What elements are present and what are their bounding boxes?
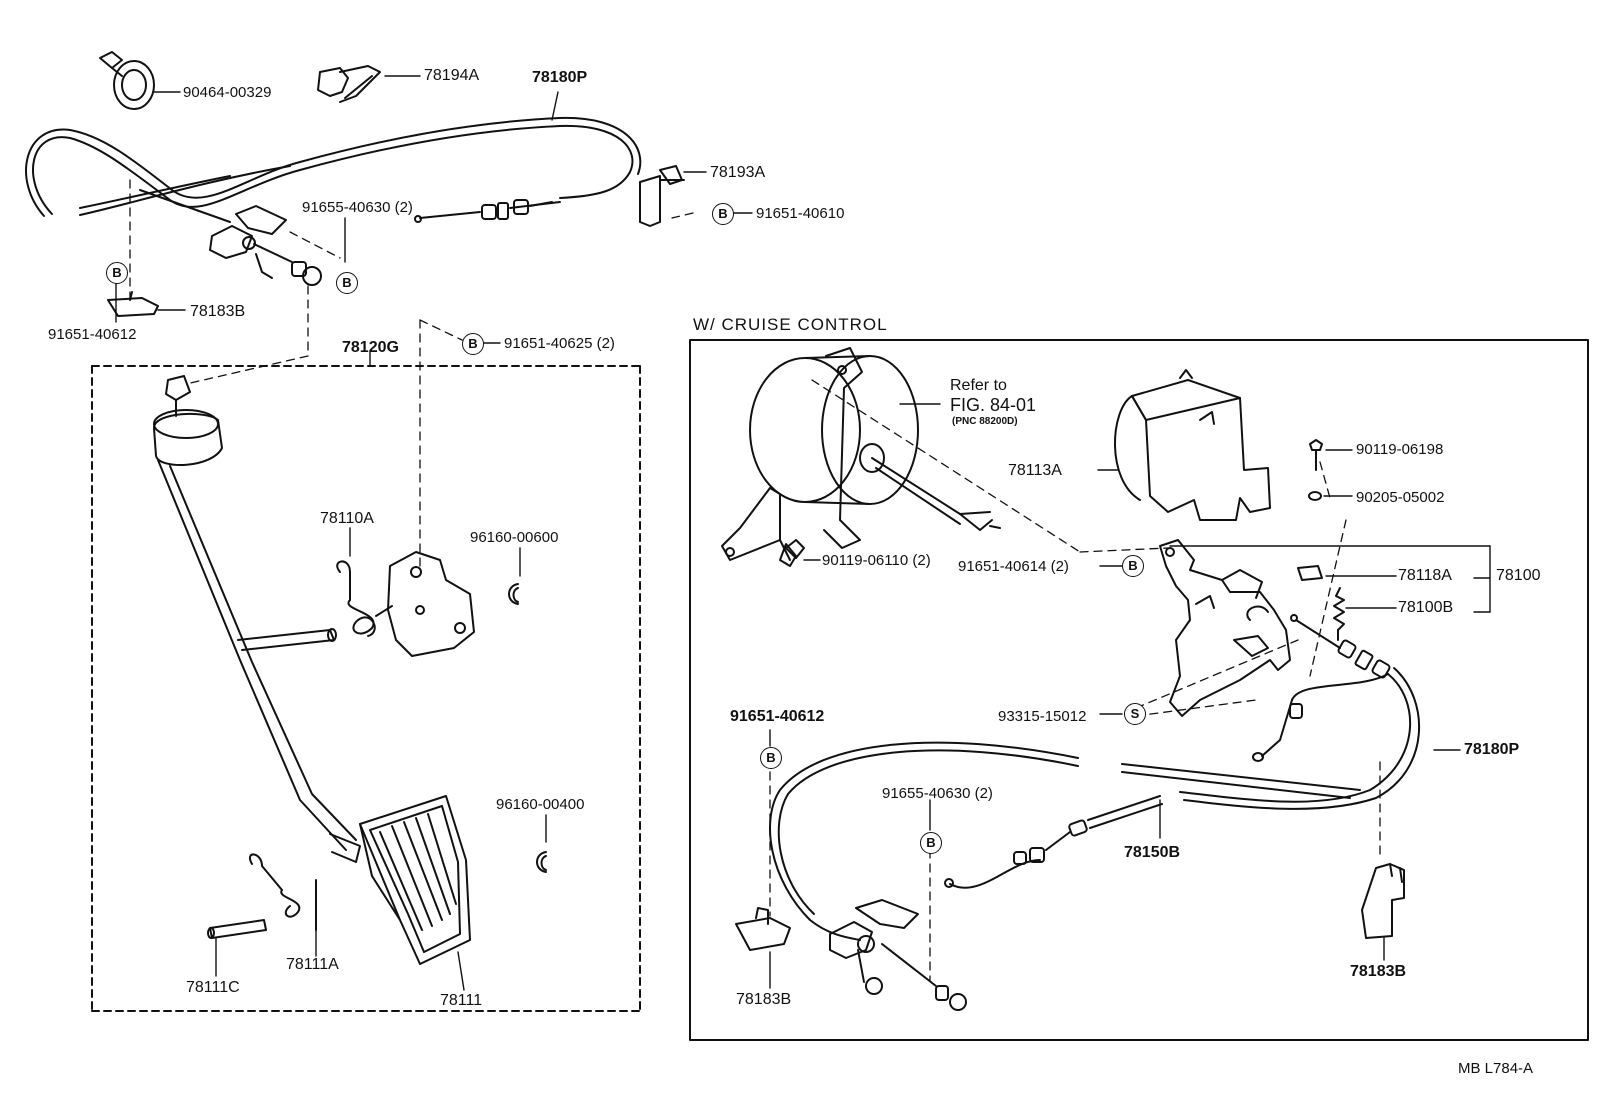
clamp-90464-part bbox=[99, 51, 181, 110]
label-91651-40625: 91651-40625 (2) bbox=[504, 335, 615, 352]
label-78110A: 78110A bbox=[320, 510, 374, 527]
bracket-78183B-right-part bbox=[1361, 863, 1405, 961]
bracket-78183B-bottom-part bbox=[735, 907, 791, 989]
bolt-symbol: B bbox=[336, 272, 358, 294]
pedal-bracket-plate bbox=[387, 551, 475, 657]
label-91651-40614: 91651-40614 (2) bbox=[958, 558, 1069, 575]
cable-78150B-part bbox=[944, 795, 1163, 889]
label-78183B-bottom: 78183B bbox=[736, 991, 792, 1008]
assembly-guides-top bbox=[129, 179, 694, 571]
spring-78110A-part bbox=[336, 527, 393, 637]
label-78100: 78100 bbox=[1496, 567, 1541, 584]
label-78118A: 78118A bbox=[1398, 567, 1452, 584]
label-78120G: 78120G bbox=[342, 339, 399, 356]
bracket-78193A-part bbox=[639, 165, 707, 227]
bolt-symbol: B bbox=[1122, 555, 1144, 577]
pin-78111C-part bbox=[207, 919, 267, 977]
bolt-symbol: B bbox=[462, 333, 484, 355]
cable-bracket-top bbox=[209, 205, 322, 286]
label-91651-40612-left: 91651-40612 bbox=[48, 326, 137, 343]
cruise-control-frame bbox=[689, 339, 1589, 1041]
washer-90205-05002-part bbox=[1308, 491, 1353, 501]
cable-lower-section bbox=[769, 741, 1361, 941]
label-91651-40612-right: 91651-40612 bbox=[730, 708, 825, 725]
label-96160-00400: 96160-00400 bbox=[496, 796, 585, 813]
label-93315-15012: 93315-15012 bbox=[998, 708, 1087, 725]
label-90119-06110: 90119-06110 (2) bbox=[822, 552, 931, 569]
pedal-pad-78111 bbox=[359, 795, 471, 991]
label-78100B: 78100B bbox=[1398, 599, 1454, 616]
screw-symbol: S bbox=[1124, 703, 1146, 725]
label-78111C: 78111C bbox=[186, 979, 240, 996]
leader-lines-top bbox=[115, 212, 753, 344]
cruise-actuator bbox=[721, 347, 1001, 567]
label-78111: 78111 bbox=[440, 992, 483, 1009]
clip-96160-00400-part bbox=[536, 814, 547, 873]
linkage-bracket-78100 bbox=[1159, 539, 1491, 717]
refer-to-text: Refer to bbox=[950, 377, 1007, 394]
bolt-symbol: B bbox=[106, 262, 128, 284]
label-78183B-right: 78183B bbox=[1350, 963, 1407, 980]
label-90464-00329: 90464-00329 bbox=[183, 84, 272, 101]
diagram-code: MB L784-A bbox=[1458, 1060, 1534, 1077]
figure-reference: FIG. 84-01 bbox=[950, 395, 1037, 415]
cable-bracket-lower bbox=[829, 899, 967, 1011]
assembly-guides-cruise bbox=[769, 379, 1381, 981]
label-78113A: 78113A bbox=[1008, 462, 1062, 479]
clip-96160-00600-part bbox=[508, 547, 521, 605]
label-90119-06198: 90119-06198 bbox=[1356, 441, 1444, 458]
label-78193A: 78193A bbox=[710, 164, 766, 181]
bolt-symbol: B bbox=[920, 832, 942, 854]
label-78180P-top: 78180P bbox=[532, 69, 588, 86]
label-78183B-left: 78183B bbox=[190, 303, 246, 320]
pedal-arm bbox=[153, 375, 361, 863]
leader-lines-cruise bbox=[769, 565, 1123, 831]
bolt-90119-06198-part bbox=[1309, 439, 1353, 471]
accelerator-cable-78180P-top bbox=[25, 91, 642, 223]
label-90205-05002: 90205-05002 bbox=[1356, 489, 1445, 506]
label-91651-40610: 91651-40610 bbox=[756, 205, 845, 222]
bolt-symbol: B bbox=[712, 203, 734, 225]
label-96160-00600: 96160-00600 bbox=[470, 529, 559, 546]
pnc-reference: (PNC 88200D) bbox=[952, 416, 1018, 427]
bolt-symbol: B bbox=[760, 747, 782, 769]
bolt-90119-06110-part bbox=[785, 539, 821, 561]
label-91655-40630-right: 91655-40630 (2) bbox=[882, 785, 993, 802]
label-78180P-right: 78180P bbox=[1464, 741, 1520, 758]
clip-78194A-part bbox=[317, 65, 421, 103]
cruise-control-title: W/ CRUISE CONTROL bbox=[693, 315, 888, 334]
spring-78111A-part bbox=[249, 853, 317, 957]
cover-78113A-part bbox=[1097, 369, 1271, 521]
label-91655-40630-top: 91655-40630 (2) bbox=[302, 199, 413, 216]
pedal-assembly-78120G-frame bbox=[91, 365, 641, 1012]
label-78150B: 78150B bbox=[1124, 844, 1181, 861]
bracket-78183B-left-part bbox=[107, 291, 186, 317]
accelerator-cable-78180P-right bbox=[1179, 614, 1461, 810]
label-78111A: 78111A bbox=[286, 956, 339, 973]
label-78194A: 78194A bbox=[424, 67, 480, 84]
